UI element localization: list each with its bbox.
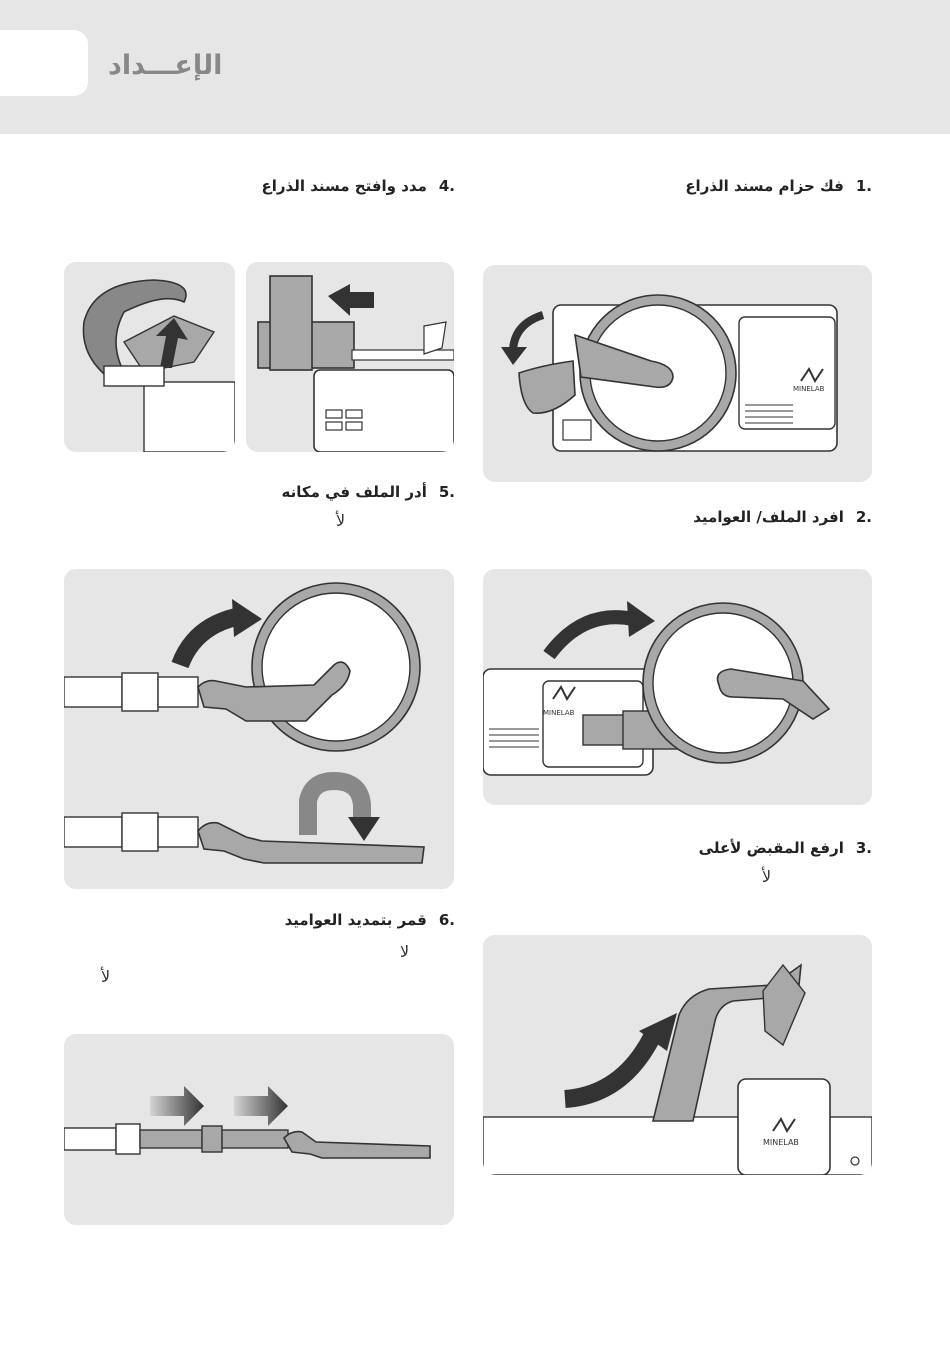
step-1-illustration: MINELAB <box>483 265 872 482</box>
step-3-drawing: MINELAB <box>483 935 872 1175</box>
extend-arrow-2 <box>234 1086 288 1126</box>
box-screw <box>851 1157 859 1165</box>
step-5-note: لأ <box>336 511 345 530</box>
step-6-note-2: لأ <box>101 967 110 986</box>
shaft-clamp <box>116 1124 140 1154</box>
shaft-lower <box>158 677 198 707</box>
shaft <box>352 350 454 360</box>
step-6-heading: .6 قمر بتمديد العواميد <box>285 911 455 929</box>
page-title: الإعـــداد <box>108 50 222 81</box>
step-2-heading: .2 افرد الملف/ العواميد <box>693 508 872 526</box>
shaft-lower-2 <box>158 817 198 847</box>
raise-arrow-curve <box>565 1035 653 1099</box>
extend-arrow-1 <box>150 1086 204 1126</box>
shaft-clamp <box>122 673 158 711</box>
step-6-number: .6 <box>439 911 455 929</box>
shaft-middle <box>140 1130 202 1148</box>
step-6-note: لا <box>400 942 409 961</box>
step-3-illustration: MINELAB <box>483 935 872 1175</box>
step-4-illustration-open <box>64 262 235 452</box>
connector-block <box>563 420 591 440</box>
slide-arrow <box>328 284 374 316</box>
unfold-arrow-curve <box>549 617 633 655</box>
shaft-clamp-2 <box>122 813 158 851</box>
shaft-upper <box>64 1128 116 1150</box>
step-2-number: .2 <box>856 508 872 526</box>
step-4-drawing-slide <box>246 262 454 452</box>
step-6-illustration <box>64 1034 454 1225</box>
shaft-upper <box>64 677 122 707</box>
step-5-heading: .5 أدر الملف في مكانه <box>282 483 455 501</box>
armrest <box>270 276 312 370</box>
step-6-text: قمر بتمديد العواميد <box>285 911 427 929</box>
step-1-heading: .1 فك حزام مسند الذراع <box>685 177 872 195</box>
shaft-lower <box>222 1130 288 1148</box>
step-1-drawing: MINELAB <box>483 265 872 482</box>
rotate-arrow-curve <box>180 617 236 665</box>
step-4-drawing-open <box>64 262 235 452</box>
header-tab <box>0 30 88 96</box>
step-4-number: .4 <box>439 177 455 195</box>
step-3-note: لأ <box>762 867 771 886</box>
rotate-arrow-head <box>501 347 527 365</box>
step-2-illustration: MINELAB <box>483 569 872 805</box>
step-4-illustration-slide <box>246 262 454 452</box>
step-2-text: افرد الملف/ العواميد <box>693 508 844 526</box>
flip-arrow-head <box>348 817 380 841</box>
logo-text: MINELAB <box>543 709 575 717</box>
step-1-text: فك حزام مسند الذراع <box>685 177 844 195</box>
unfold-arrow-head <box>627 601 655 637</box>
shaft-upper-2 <box>64 817 122 847</box>
step-5-illustration <box>64 569 454 889</box>
step-3-number: .3 <box>856 839 872 857</box>
step-3-heading: .3 ارفع المقبض لأعلى <box>699 839 872 857</box>
rotate-arrow-head <box>232 599 262 637</box>
flip-arrow-curve <box>308 781 362 835</box>
step-4-heading: .4 مدد وافتح مسند الذراع <box>262 177 455 195</box>
step-2-drawing: MINELAB <box>483 569 872 805</box>
control-box <box>144 382 235 452</box>
bracket <box>104 366 164 386</box>
handle-edge <box>424 322 446 354</box>
coil-flat <box>284 1132 430 1158</box>
step-1-number: .1 <box>856 177 872 195</box>
shaft-clamp-2 <box>202 1126 222 1152</box>
logo-text: MINELAB <box>793 385 825 393</box>
logo-text: MINELAB <box>763 1138 799 1147</box>
step-5-number: .5 <box>439 483 455 501</box>
step-6-drawing <box>64 1034 454 1225</box>
step-5-text: أدر الملف في مكانه <box>282 483 427 501</box>
step-3-text: ارفع المقبض لأعلى <box>699 839 844 857</box>
step-4-text: مدد وافتح مسند الذراع <box>262 177 427 195</box>
step-5-drawing <box>64 569 454 889</box>
